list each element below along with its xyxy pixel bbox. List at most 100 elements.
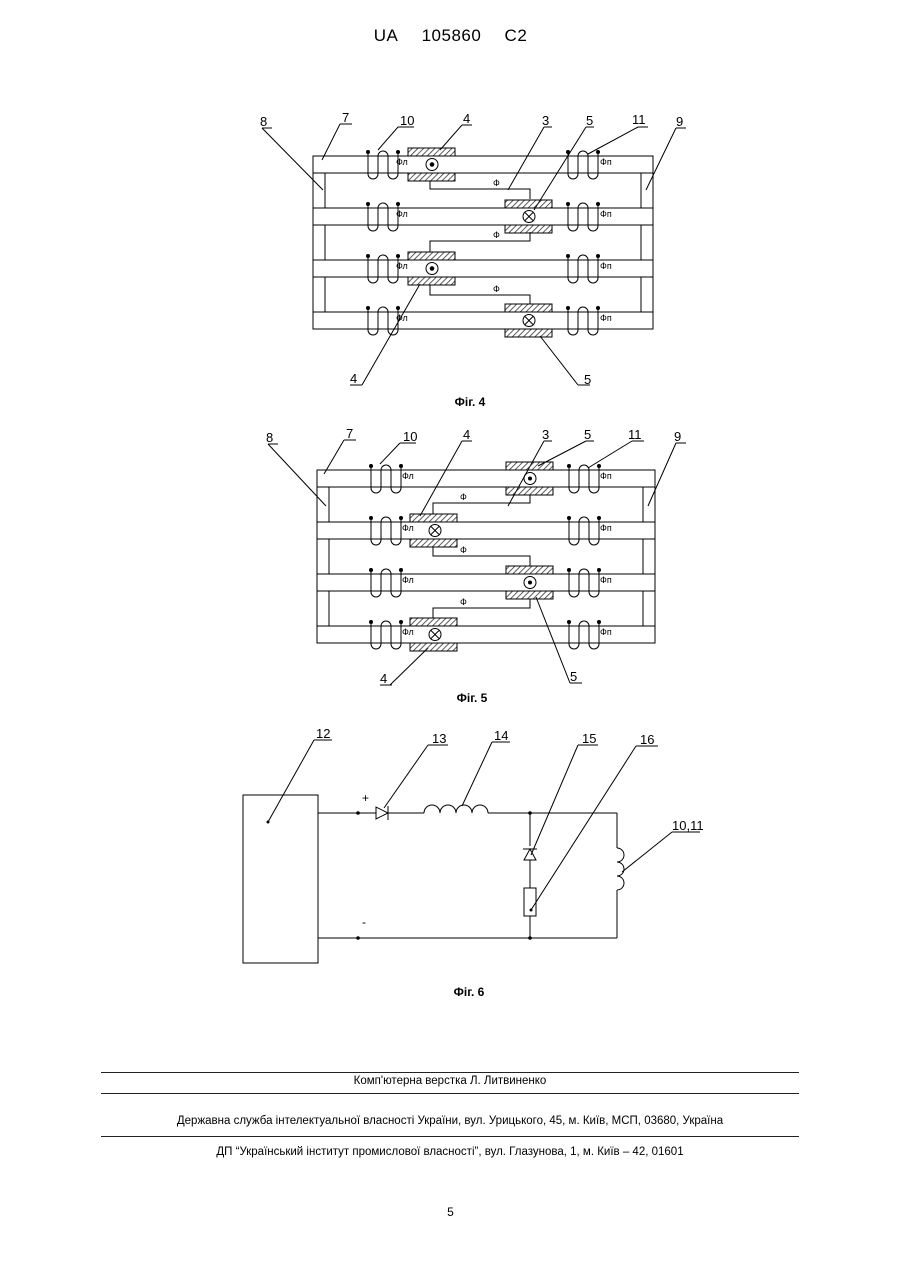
flux-center-label: Ф	[460, 492, 467, 502]
flux-right-label: Фп	[600, 627, 612, 637]
flux-left-label: Фл	[396, 209, 408, 219]
flux-path	[433, 495, 530, 514]
flux-path	[433, 547, 530, 566]
ref-10: 10	[400, 113, 414, 128]
power-source-12	[243, 795, 318, 963]
ref-3: 3	[542, 113, 549, 128]
footer-divider	[101, 1136, 799, 1137]
flux-right-label: Фп	[600, 313, 612, 323]
footer-agency: Державна служба інтелектуальної власност…	[101, 1115, 799, 1127]
flux-left-label: Фл	[396, 313, 408, 323]
flux-right-label: Фп	[600, 471, 612, 481]
magnet-4	[408, 277, 455, 285]
end-block-left	[317, 539, 329, 574]
ref-5: 5	[586, 113, 593, 128]
figure-4: Фл Фл Фл Фл Фп Фп Фп Фп Ф Ф Ф 8 7 10 4 3…	[0, 105, 901, 415]
magnet-5	[505, 329, 552, 337]
ref-11: 11	[632, 112, 646, 127]
end-block-left	[313, 225, 325, 260]
ref-7: 7	[346, 426, 353, 441]
magnet-4	[408, 148, 455, 156]
flux-path	[430, 232, 530, 252]
ref-16: 16	[640, 732, 654, 747]
inductor-14	[424, 805, 488, 813]
end-block-left	[317, 487, 329, 522]
magnet-5	[506, 591, 553, 599]
figure-5-caption: Фіг. 5	[457, 691, 488, 705]
flux-center-label: Ф	[460, 545, 467, 555]
footer-divider	[101, 1093, 799, 1094]
end-block-right	[643, 591, 655, 626]
flux-center-label: Ф	[493, 230, 500, 240]
ref-10-11: 10,11	[672, 818, 704, 833]
diode-15	[523, 849, 537, 860]
ref-5-bottom: 5	[570, 669, 577, 684]
magnet-4	[408, 252, 455, 260]
end-block-right	[643, 539, 655, 574]
magnet-5	[506, 487, 553, 495]
ref-9: 9	[674, 429, 681, 444]
footer-institute: ДП “Український інститут промислової вла…	[101, 1146, 799, 1158]
ref-10: 10	[403, 429, 417, 444]
ref-8: 8	[266, 430, 273, 445]
ref-4: 4	[463, 111, 470, 126]
magnet-5	[505, 225, 552, 233]
magnet-4	[410, 643, 457, 651]
resistor-16	[524, 888, 536, 916]
magnet-5	[505, 200, 552, 208]
flux-center-label: Ф	[460, 597, 467, 607]
coil-10	[371, 465, 401, 649]
magnet-5	[506, 566, 553, 574]
flux-center-label: Ф	[493, 284, 500, 294]
flux-path	[430, 285, 530, 304]
ref-12: 12	[316, 726, 330, 741]
flux-path	[430, 181, 530, 199]
flux-left-label: Фл	[402, 575, 414, 585]
ref-13: 13	[432, 731, 446, 746]
flux-left-label: Фл	[396, 157, 408, 167]
patent-country: UA	[374, 26, 399, 45]
ref-11: 11	[628, 427, 642, 442]
ref-4: 4	[463, 427, 470, 442]
ref-7: 7	[342, 110, 349, 125]
coil-11	[568, 151, 598, 335]
figure-4-caption: Фіг. 4	[455, 395, 486, 409]
patent-kind: C2	[505, 26, 528, 45]
page-number: 5	[0, 1205, 901, 1219]
ref-5-bottom: 5	[584, 372, 591, 387]
magnet-5	[506, 462, 553, 470]
plus-terminal: +	[362, 791, 369, 805]
coil-10-11	[617, 848, 624, 890]
magnet-4	[410, 514, 457, 522]
ref-4-bottom: 4	[380, 671, 387, 686]
magnet-5	[505, 304, 552, 312]
flux-left-label: Фл	[402, 471, 414, 481]
diode-13	[376, 806, 388, 820]
flux-left-label: Фл	[402, 523, 414, 533]
flux-right-label: Фп	[600, 157, 612, 167]
end-block-right	[641, 277, 653, 312]
magnet-4	[410, 539, 457, 547]
figure-6-caption: Фіг. 6	[454, 985, 485, 999]
flux-center-label: Ф	[493, 178, 500, 188]
patent-number: 105860	[422, 26, 482, 45]
ref-15: 15	[582, 731, 596, 746]
flux-left-label: Фл	[396, 261, 408, 271]
end-block-left	[313, 173, 325, 208]
ref-9: 9	[676, 114, 683, 129]
end-block-left	[317, 591, 329, 626]
coil-10	[368, 151, 398, 335]
patent-header: UA 105860 C2	[0, 26, 901, 46]
flux-path	[433, 599, 530, 618]
figure-5: Фл Фл Фл Фл Фп Фп Фп Фп Ф Ф Ф 8 7 10 4 3…	[0, 420, 901, 710]
footer-typesetting: Комп'ютерна верстка Л. Литвиненко	[101, 1075, 799, 1087]
ref-8: 8	[260, 114, 267, 129]
ref-5: 5	[584, 427, 591, 442]
ref-14: 14	[494, 728, 508, 743]
end-block-left	[313, 277, 325, 312]
ref-4-bottom: 4	[350, 371, 357, 386]
end-block-right	[641, 225, 653, 260]
flux-right-label: Фп	[600, 261, 612, 271]
flux-right-label: Фп	[600, 209, 612, 219]
flux-right-label: Фп	[600, 575, 612, 585]
